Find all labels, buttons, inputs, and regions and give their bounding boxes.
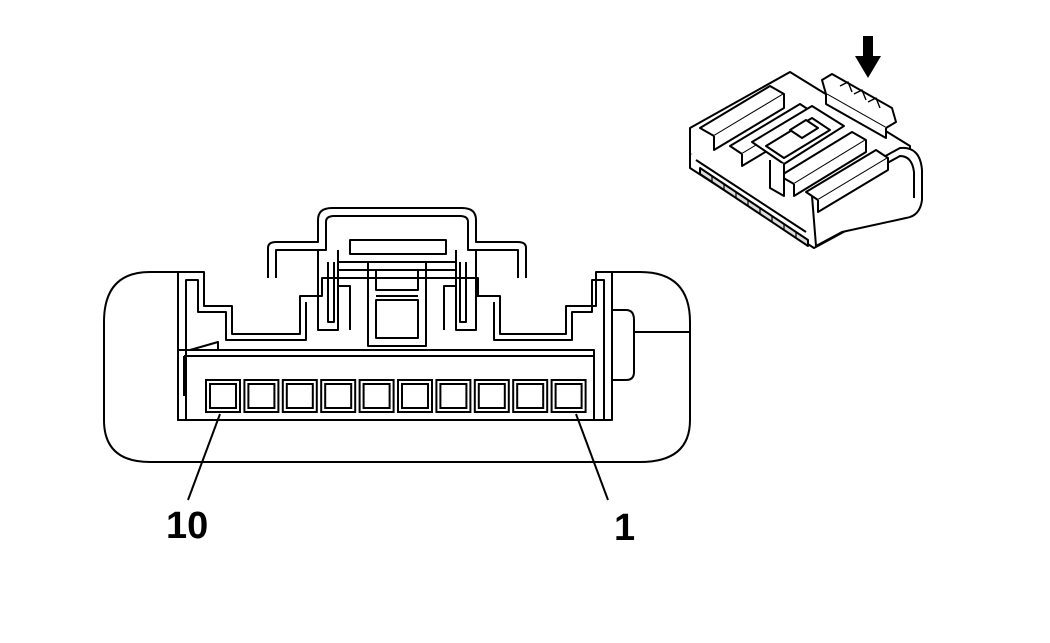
pin-cavity xyxy=(205,379,241,413)
leader-line-pin-10 xyxy=(187,413,221,501)
pin-cavity-inner xyxy=(324,383,353,409)
pin-cavity-inner xyxy=(209,383,237,409)
latch-lock xyxy=(367,261,427,347)
pin-cavity-inner xyxy=(285,383,314,409)
pin-cavity xyxy=(512,379,549,413)
pin-cavity-inner xyxy=(554,383,583,409)
pin-cavity-inner xyxy=(516,383,545,409)
pin-cavity xyxy=(320,379,357,413)
pin-label-first: 1 xyxy=(614,507,635,549)
pin-cavity xyxy=(358,379,395,413)
pin-cavity xyxy=(435,379,472,413)
terminal-channel xyxy=(177,349,595,421)
inner-face xyxy=(177,271,613,421)
pin-cavity xyxy=(550,379,587,413)
connector-isometric-icon xyxy=(689,71,923,249)
pin-cavity xyxy=(243,379,280,413)
side-tab xyxy=(612,309,635,381)
pin-cavity xyxy=(397,379,433,413)
pin-callouts xyxy=(187,413,609,501)
housing-outline xyxy=(103,271,691,463)
pin-cavity xyxy=(473,379,510,413)
pin-cavity-inner xyxy=(477,383,506,409)
pin-cavity xyxy=(281,379,318,413)
down-arrow-icon xyxy=(855,36,881,78)
pin-label-last: 10 xyxy=(166,505,208,547)
pin-cavity-inner xyxy=(362,383,391,409)
latch-shell xyxy=(267,207,527,278)
latch-body xyxy=(317,250,339,331)
connector-front-view xyxy=(103,207,691,463)
pin-cavities xyxy=(205,379,587,413)
pin-cavity-inner xyxy=(401,383,429,409)
pin-cavity-inner xyxy=(247,383,276,409)
pin-cavity-inner xyxy=(439,383,468,409)
leader-line-pin-1 xyxy=(575,413,609,501)
